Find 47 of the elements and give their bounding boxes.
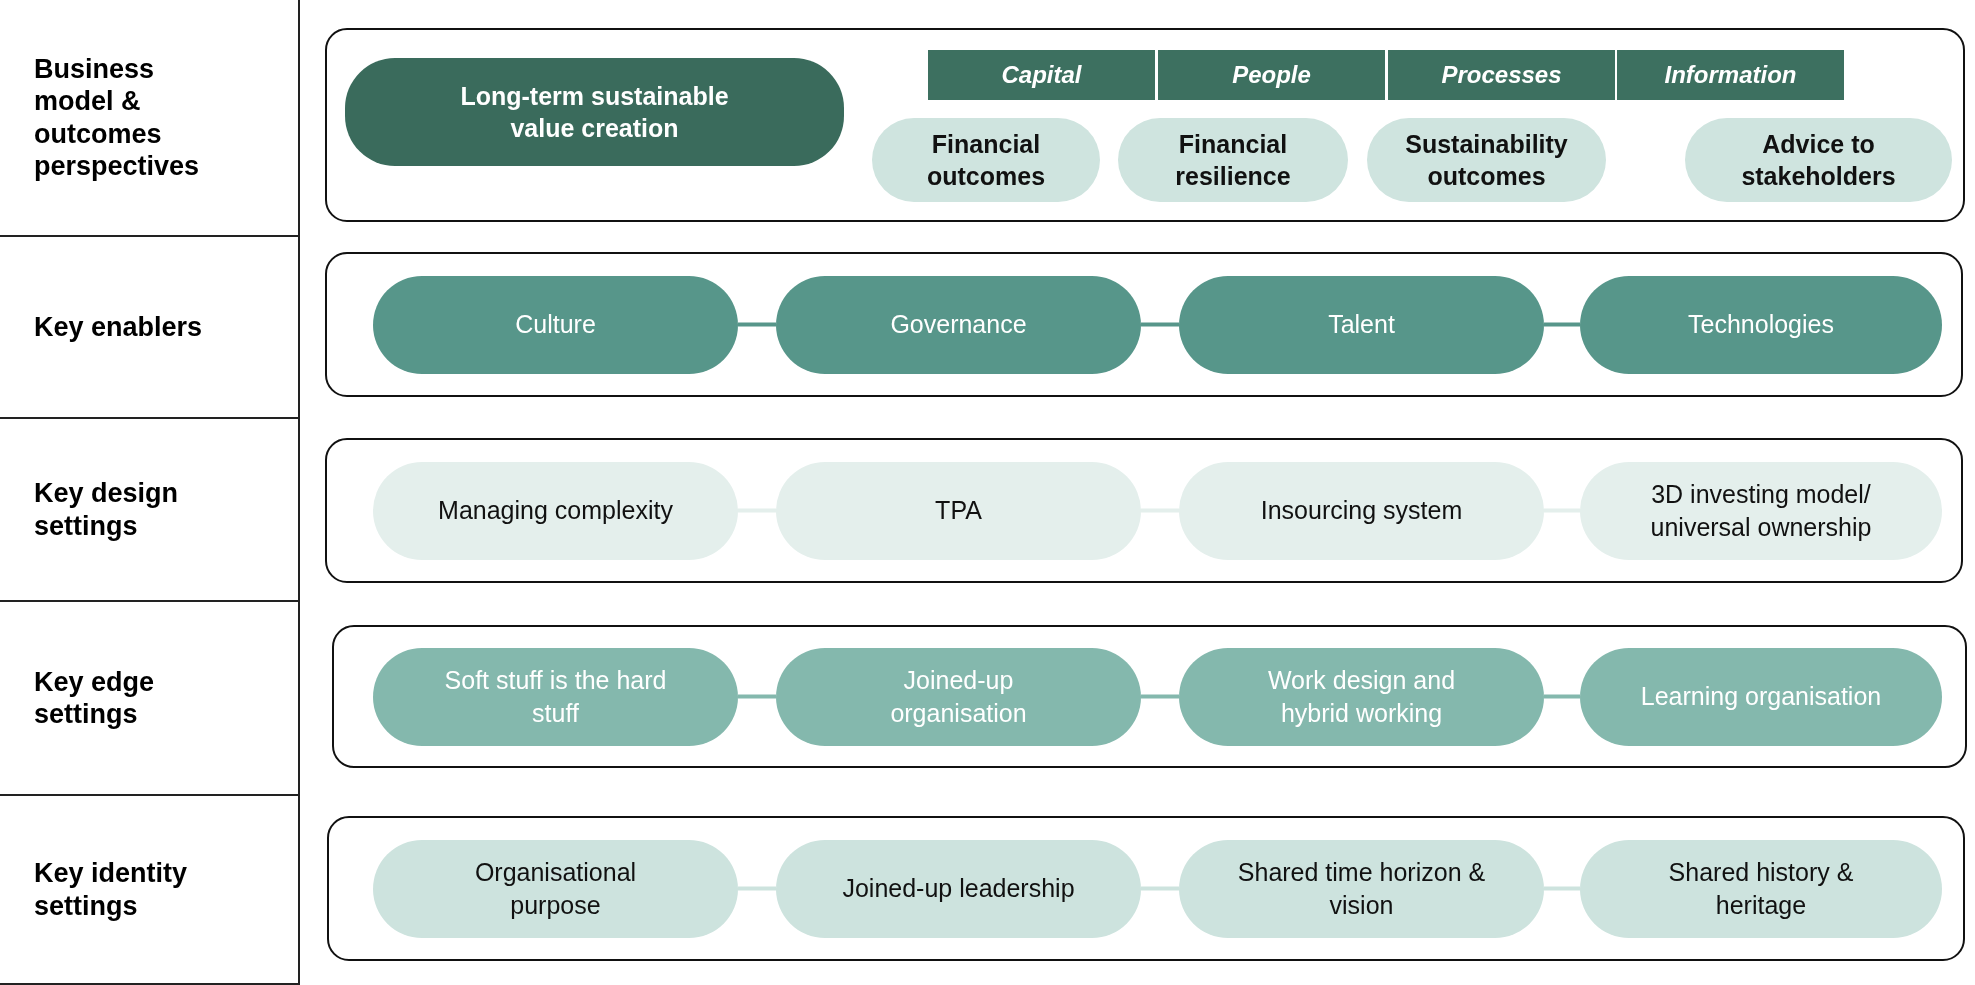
header-bar: Capital <box>928 50 1155 100</box>
connector-line <box>738 694 776 699</box>
row-panel <box>332 625 1967 768</box>
connector-line <box>1544 886 1580 891</box>
row-panel <box>325 28 1965 222</box>
connector-line <box>1141 886 1179 891</box>
header-bar: Processes <box>1388 50 1615 100</box>
setting-pill: Shared history & heritage <box>1580 839 1942 938</box>
row-label-cell: Business model & outcomes perspectives <box>0 0 300 237</box>
setting-pill: TPA <box>776 461 1141 560</box>
outcome-pill: Advice to stakeholders <box>1685 118 1952 202</box>
value-creation-pill: Long-term sustainable value creation <box>345 58 844 166</box>
row-label-cell: Key enablers <box>0 237 300 419</box>
setting-pill: Governance <box>776 275 1141 374</box>
row-label-cell: Key edge settings <box>0 602 300 796</box>
row-panel <box>327 816 1965 961</box>
connector-line <box>1141 694 1179 699</box>
connector-line <box>738 322 776 327</box>
setting-pill: Organisational purpose <box>373 839 738 938</box>
setting-pill: Culture <box>373 275 738 374</box>
setting-pill: Technologies <box>1580 275 1942 374</box>
row-panel <box>325 438 1963 583</box>
connector-line <box>1141 508 1179 513</box>
setting-pill: Soft stuff is the hard stuff <box>373 647 738 746</box>
row-label-cell: Key identity settings <box>0 796 300 985</box>
outcome-pill: Financial resilience <box>1118 118 1348 202</box>
setting-pill: Managing complexity <box>373 461 738 560</box>
setting-pill: Insourcing system <box>1179 461 1544 560</box>
connector-line <box>1141 322 1179 327</box>
setting-pill: Shared time horizon & vision <box>1179 839 1544 938</box>
outcome-pill: Sustainability outcomes <box>1367 118 1606 202</box>
header-bar: Information <box>1617 50 1844 100</box>
setting-pill: Joined-up leadership <box>776 839 1141 938</box>
setting-pill: 3D investing model/ universal ownership <box>1580 461 1942 560</box>
connector-line <box>738 508 776 513</box>
setting-pill: Joined-up organisation <box>776 647 1141 746</box>
connector-line <box>1544 508 1580 513</box>
setting-pill: Work design and hybrid working <box>1179 647 1544 746</box>
connector-line <box>1544 322 1580 327</box>
outcome-pill: Financial outcomes <box>872 118 1100 202</box>
row-label-cell: Key design settings <box>0 419 300 602</box>
header-bar: People <box>1158 50 1385 100</box>
row-panel <box>325 252 1963 397</box>
connector-line <box>1544 694 1580 699</box>
connector-line <box>738 886 776 891</box>
setting-pill: Learning organisation <box>1580 647 1942 746</box>
setting-pill: Talent <box>1179 275 1544 374</box>
